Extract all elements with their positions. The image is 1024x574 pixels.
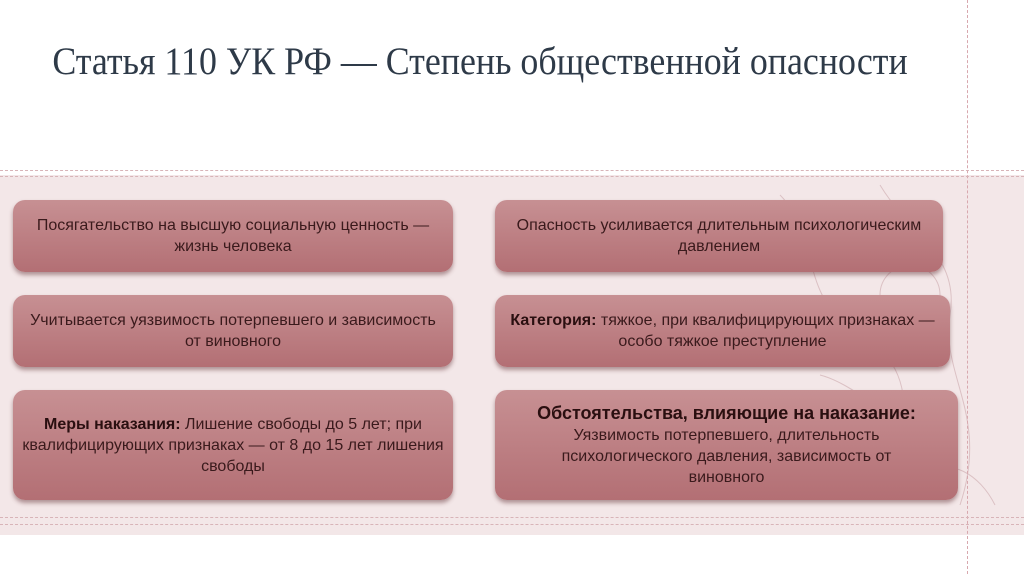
slide-title: Статья 110 УК РФ — Степень общественной …	[52, 40, 908, 83]
info-box-2: Опасность усиливается длительным психоло…	[495, 200, 943, 272]
guide-horizontal-bottom	[0, 517, 1024, 518]
guide-horizontal-bottom2	[0, 524, 1024, 525]
info-box-6: Обстоятельства, влияющие на наказание: У…	[495, 390, 958, 500]
guide-horizontal-top2	[0, 176, 1024, 177]
guide-vertical	[967, 0, 968, 574]
info-box-5: Меры наказания: Лишение свободы до 5 лет…	[13, 390, 453, 500]
info-box-1: Посягательство на высшую социальную ценн…	[13, 200, 453, 272]
guide-horizontal-top	[0, 170, 1024, 171]
info-box-4: Категория: тяжкое, при квалифицирующих п…	[495, 295, 950, 367]
info-box-3: Учитывается уязвимость потерпевшего и за…	[13, 295, 453, 367]
